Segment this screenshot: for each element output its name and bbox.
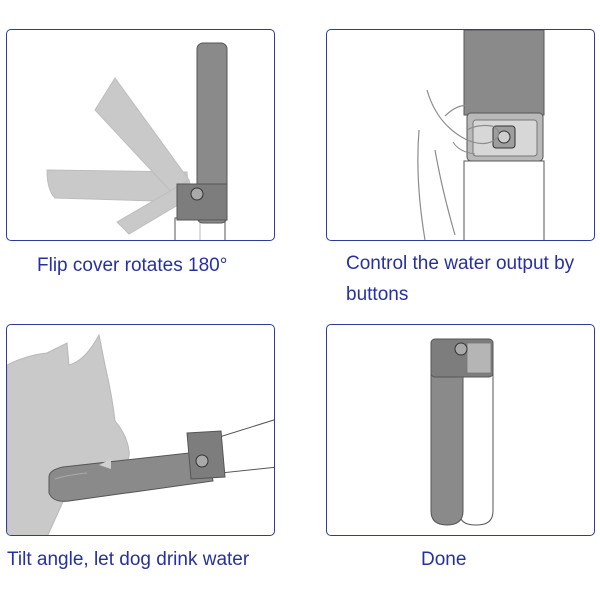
bottle-body — [458, 368, 494, 526]
hinge-icon — [195, 454, 209, 468]
button-control-illustration — [417, 30, 545, 240]
dog-drinking-illustration — [7, 333, 274, 535]
dog-silhouette — [7, 333, 130, 535]
step-1-flip-cover-panel — [6, 29, 275, 241]
cover-folded — [430, 348, 464, 526]
step-4-done-panel — [326, 324, 595, 536]
step-2-button-control-panel — [326, 29, 595, 241]
bottle-closed-illustration — [430, 338, 494, 526]
cover-upright — [196, 42, 228, 224]
step-3-caption: Tilt angle, let dog drink water — [7, 549, 250, 570]
step-4-caption: Done — [421, 549, 467, 570]
flip-cover-illustration — [46, 42, 228, 240]
cover-upright — [463, 30, 545, 116]
hand-illustration — [417, 89, 500, 240]
step-1-caption: Flip cover rotates 180° — [37, 255, 228, 276]
step-2-caption: Control the water output by buttons — [346, 253, 575, 305]
bottle-body — [463, 160, 545, 240]
hinge-icon — [190, 187, 204, 201]
cover-bowl — [48, 450, 214, 502]
step-3-dog-drinking-panel — [6, 324, 275, 536]
hinge-block — [176, 183, 228, 221]
hinge-block — [186, 430, 226, 480]
hinge-icon — [454, 342, 468, 356]
